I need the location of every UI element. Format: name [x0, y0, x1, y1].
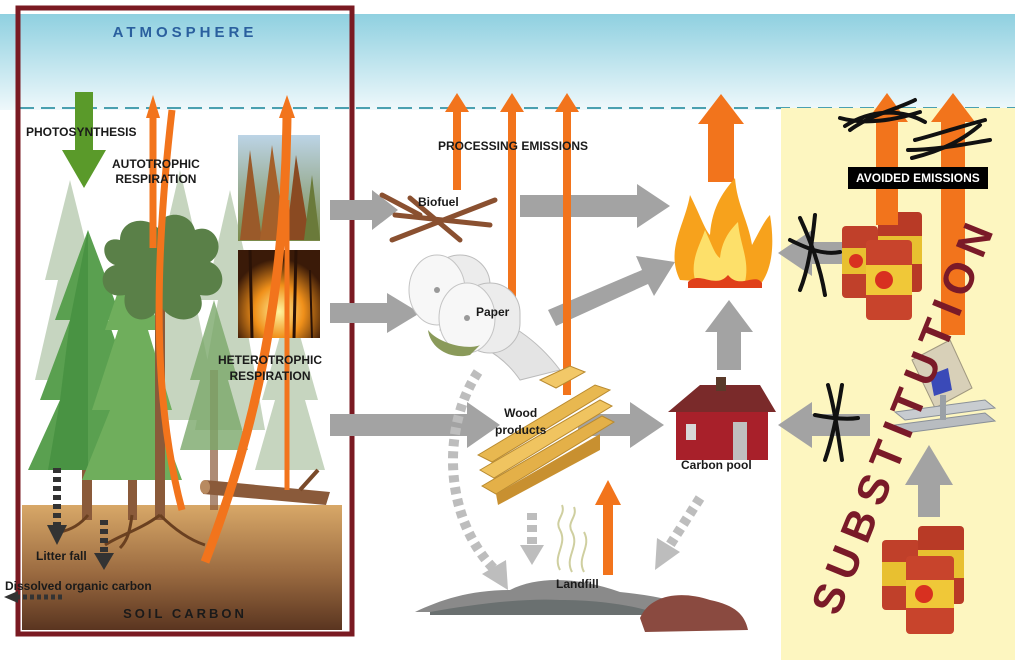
landfill-label: Landfill [556, 577, 599, 591]
paper-rolls-icon [408, 254, 561, 381]
log-icon [200, 468, 330, 505]
photosynthesis-arrow [62, 92, 106, 188]
atmosphere-label: ATMOSPHERE [112, 24, 258, 41]
flame-icon [674, 178, 773, 288]
wood-line-2: products [495, 423, 547, 437]
heterotrophic-line-2: RESPIRATION [229, 369, 311, 383]
landfill-flow-arrowheads [482, 538, 680, 590]
litter-fall-arrows [4, 468, 114, 603]
heterotrophic-emission-arrows [200, 95, 295, 564]
biofuel-label: Biofuel [418, 195, 459, 209]
autotrophic-emission-arrows [146, 95, 186, 511]
autotrophic-line-2: RESPIRATION [115, 172, 197, 186]
cross-mark-icon [788, 98, 992, 462]
oil-barrel-icon [882, 526, 964, 634]
substitution-emission-arrows [866, 93, 975, 335]
paper-label: Paper [476, 305, 510, 319]
wood-products-label: Wood products [495, 405, 546, 439]
lumber-icon [476, 365, 616, 505]
dissolved-organic-carbon-label: Dissolved organic carbon [5, 579, 152, 593]
heterotrophic-respiration-label: HETEROTROPHIC RESPIRATION [218, 352, 322, 384]
cement-bag-icon [911, 339, 973, 409]
forest-photo [238, 135, 320, 241]
carbon-pool-label: Carbon pool [681, 458, 752, 472]
litter-fall-label: Litter fall [36, 549, 87, 563]
processing-emission-arrows [445, 93, 744, 575]
tree-icon [180, 300, 248, 510]
processing-emissions-label: PROCESSING EMISSIONS [438, 139, 589, 153]
autotrophic-respiration-label: AUTOTROPHIC RESPIRATION [112, 157, 200, 187]
photosynthesis-label: PHOTOSYNTHESIS [26, 125, 137, 139]
autotrophic-line-1: AUTOTROPHIC [112, 157, 200, 171]
oil-barrel-icon [842, 212, 922, 320]
steel-beam-icon [893, 395, 997, 434]
landfill-icon [415, 504, 748, 632]
house-icon [668, 377, 776, 460]
wood-line-1: Wood [504, 406, 538, 420]
heterotrophic-line-1: HETEROTROPHIC [218, 353, 323, 367]
soil-carbon-label: SOIL CARBON [123, 606, 247, 621]
biofuel-sticks-icon [379, 192, 498, 243]
sky-band [0, 14, 1015, 110]
landfill-flow-arrows [447, 369, 705, 574]
avoided-emissions-label: AVOIDED EMISSIONS [848, 167, 988, 189]
